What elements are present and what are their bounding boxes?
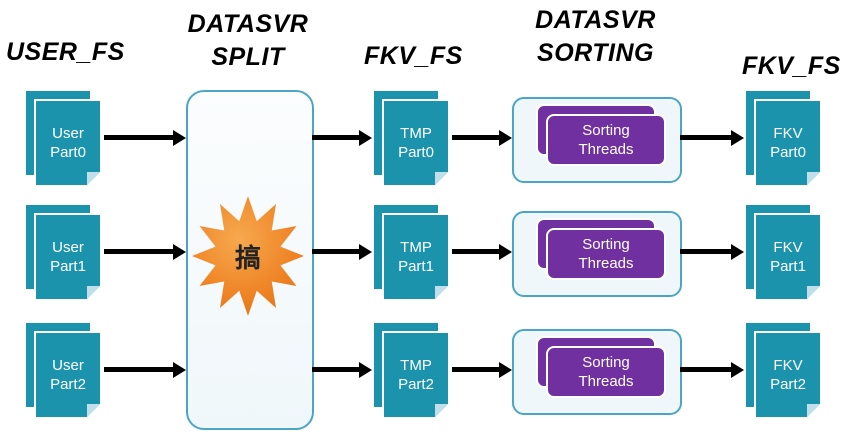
thread-card-front: Sorting Threads — [546, 346, 666, 398]
flow-arrow — [452, 135, 499, 140]
flow-arrow — [104, 367, 173, 372]
doc-front-page: FKV Part1 — [754, 213, 822, 301]
doc-front-page: FKV Part2 — [754, 331, 822, 419]
flow-arrow — [104, 249, 173, 254]
card-label-line1: Sorting — [582, 236, 630, 253]
doc-label-line2: Part0 — [50, 144, 86, 161]
page-fold-cut — [807, 172, 820, 185]
sorting-threads-box: Sorting Threads — [512, 97, 682, 183]
doc-label-line1: User — [52, 239, 84, 256]
flow-arrow — [452, 367, 499, 372]
page-fold-cut — [435, 286, 448, 299]
doc-label-line1: FKV — [773, 125, 803, 142]
page-fold-cut — [435, 404, 448, 417]
page-fold-cut — [87, 172, 100, 185]
doc-label-line1: TMP — [400, 239, 432, 256]
doc-label-line2: Part2 — [770, 376, 806, 393]
user-part2-doc: User Part2 — [24, 321, 102, 419]
doc-label-line1: FKV — [773, 357, 803, 374]
card-label-line2: Threads — [578, 255, 634, 272]
doc-front-page: FKV Part0 — [754, 99, 822, 187]
card-label-line2: Threads — [578, 141, 634, 158]
page-fold-cut — [807, 404, 820, 417]
doc-front-page: TMP Part2 — [382, 331, 450, 419]
page-fold-cut — [87, 404, 100, 417]
page-fold-cut — [87, 286, 100, 299]
sorting-threads-box: Sorting Threads — [512, 329, 682, 415]
flow-arrow — [312, 367, 359, 372]
page-fold-cut — [807, 286, 820, 299]
header-line: SORTING — [537, 39, 654, 67]
card-label-line2: Threads — [578, 373, 634, 390]
header-user-fs: USER_FS — [6, 38, 125, 66]
fkv-part0-doc: FKV Part0 — [744, 89, 822, 187]
doc-label-line2: Part1 — [50, 258, 86, 275]
flow-arrow — [104, 135, 173, 140]
doc-front-page: User Part2 — [34, 331, 102, 419]
flow-arrow — [680, 249, 731, 254]
flow-arrow — [312, 249, 359, 254]
doc-front-page: TMP Part1 — [382, 213, 450, 301]
doc-label-line1: User — [52, 125, 84, 142]
page-fold-cut — [435, 172, 448, 185]
doc-front-page: User Part0 — [34, 99, 102, 187]
header-datasvr-split: DATASVR SPLIT — [158, 8, 338, 74]
user-part0-doc: User Part0 — [24, 89, 102, 187]
doc-label-line2: Part0 — [770, 144, 806, 161]
fkv-part2-doc: FKV Part2 — [744, 321, 822, 419]
header-fkv-fs-mid: FKV_FS — [364, 42, 463, 70]
card-label-line1: Sorting — [582, 354, 630, 371]
doc-front-page: TMP Part0 — [382, 99, 450, 187]
doc-label-line2: Part1 — [398, 258, 434, 275]
flow-arrow — [452, 249, 499, 254]
thread-card-front: Sorting Threads — [546, 114, 666, 166]
doc-label-line2: Part0 — [398, 144, 434, 161]
doc-label-line1: TMP — [400, 125, 432, 142]
flow-arrow — [680, 135, 731, 140]
user-part1-doc: User Part1 — [24, 203, 102, 301]
fkv-part1-doc: FKV Part1 — [744, 203, 822, 301]
doc-label-line1: TMP — [400, 357, 432, 374]
header-line: DATASVR — [187, 10, 309, 38]
doc-label-line2: Part2 — [50, 376, 86, 393]
sorting-threads-box: Sorting Threads — [512, 211, 682, 297]
header-fkv-fs-right: FKV_FS — [742, 52, 841, 80]
tmp-part2-doc: TMP Part2 — [372, 321, 450, 419]
doc-label-line1: FKV — [773, 239, 803, 256]
flow-arrow — [680, 367, 731, 372]
header-line: SPLIT — [211, 43, 285, 71]
thread-card-front: Sorting Threads — [546, 228, 666, 280]
starburst-label: 搞 — [234, 242, 261, 273]
card-label-line1: Sorting — [582, 122, 630, 139]
doc-label-line2: Part2 — [398, 376, 434, 393]
header-datasvr-sorting: DATASVR SORTING — [498, 4, 693, 70]
doc-label-line2: Part1 — [770, 258, 806, 275]
tmp-part0-doc: TMP Part0 — [372, 89, 450, 187]
doc-label-line1: User — [52, 357, 84, 374]
doc-front-page: User Part1 — [34, 213, 102, 301]
header-line: DATASVR — [535, 6, 656, 34]
tmp-part1-doc: TMP Part1 — [372, 203, 450, 301]
flow-arrow — [312, 135, 359, 140]
